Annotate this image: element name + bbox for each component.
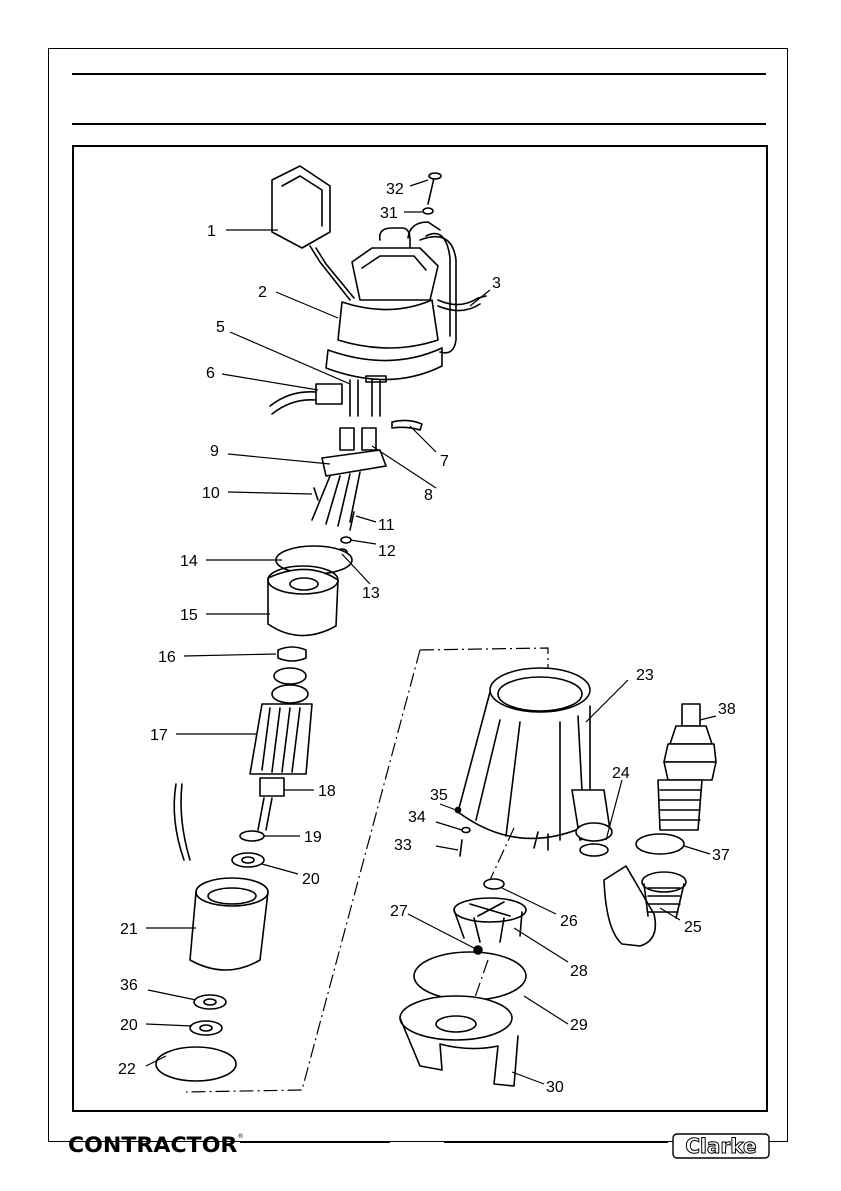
label-3: 3 bbox=[492, 275, 501, 292]
label-32: 32 bbox=[386, 181, 404, 198]
registered-mark: ® bbox=[237, 1133, 243, 1140]
float-switch-part bbox=[272, 166, 354, 300]
label-24: 24 bbox=[612, 765, 630, 782]
label-25: 25 bbox=[684, 919, 702, 936]
label-22: 22 bbox=[118, 1061, 136, 1078]
washer-31 bbox=[423, 208, 433, 214]
o-ring-37 bbox=[636, 834, 684, 854]
label-20b: 20 bbox=[120, 1017, 138, 1034]
bearing-36 bbox=[194, 995, 226, 1009]
clarke-logo-text: Clarke bbox=[685, 1134, 756, 1158]
label-21: 21 bbox=[120, 921, 138, 938]
contractor-logo: CONTRACTOR® bbox=[68, 1133, 244, 1157]
bearing-20b bbox=[190, 1021, 222, 1035]
label-13: 13 bbox=[362, 585, 380, 602]
label-27: 27 bbox=[390, 903, 408, 920]
label-31: 31 bbox=[380, 205, 398, 222]
motor-housing-part bbox=[326, 222, 456, 382]
bearing-housing-part bbox=[268, 566, 338, 636]
pump-body-part bbox=[458, 668, 612, 850]
label-14: 14 bbox=[180, 553, 198, 570]
outlet-elbow-part bbox=[604, 866, 686, 946]
footer-rule-right bbox=[444, 1142, 668, 1143]
stator-part bbox=[174, 784, 268, 970]
label-38: 38 bbox=[718, 701, 736, 718]
impeller-part bbox=[454, 898, 526, 942]
label-2: 2 bbox=[258, 284, 267, 301]
label-10: 10 bbox=[202, 485, 220, 502]
hose-connector-part bbox=[658, 704, 716, 830]
cable-glands bbox=[270, 380, 380, 416]
label-19: 19 bbox=[304, 829, 322, 846]
cable-part bbox=[438, 296, 486, 305]
label-34: 34 bbox=[408, 809, 426, 826]
label-37: 37 bbox=[712, 847, 730, 864]
bearing-20 bbox=[232, 853, 264, 867]
label-15: 15 bbox=[180, 607, 198, 624]
label-30: 30 bbox=[546, 1079, 564, 1096]
o-ring-16 bbox=[278, 647, 306, 661]
label-28: 28 bbox=[570, 963, 588, 980]
contractor-logo-text: CONTRACTOR bbox=[68, 1133, 237, 1157]
clarke-logo: Clarke bbox=[672, 1128, 770, 1162]
label-11: 11 bbox=[378, 517, 395, 534]
label-17: 17 bbox=[150, 727, 168, 744]
label-5: 5 bbox=[216, 319, 225, 336]
label-16: 16 bbox=[158, 649, 176, 666]
label-23: 23 bbox=[636, 667, 654, 684]
label-7: 7 bbox=[440, 453, 449, 470]
o-ring-24 bbox=[580, 844, 608, 856]
label-29: 29 bbox=[570, 1017, 588, 1034]
label-6: 6 bbox=[206, 365, 215, 382]
seal-part bbox=[392, 420, 422, 430]
label-8: 8 bbox=[424, 487, 433, 504]
label-20: 20 bbox=[302, 871, 320, 888]
terminal-block-part bbox=[312, 428, 386, 526]
washer-19 bbox=[240, 831, 264, 841]
label-33: 33 bbox=[394, 837, 412, 854]
o-ring-29 bbox=[414, 952, 526, 1000]
label-18: 18 bbox=[318, 783, 336, 800]
label-36: 36 bbox=[120, 977, 138, 994]
screw-10 bbox=[314, 488, 318, 500]
label-26: 26 bbox=[560, 913, 578, 930]
label-12: 12 bbox=[378, 543, 396, 560]
o-ring-22 bbox=[156, 1047, 236, 1081]
rotor-part bbox=[250, 668, 312, 830]
label-1: 1 bbox=[207, 223, 216, 240]
footer-rule-left bbox=[240, 1142, 390, 1143]
washer-26 bbox=[484, 879, 504, 889]
base-part bbox=[400, 996, 518, 1086]
label-35: 35 bbox=[430, 787, 448, 804]
label-9: 9 bbox=[210, 443, 219, 460]
